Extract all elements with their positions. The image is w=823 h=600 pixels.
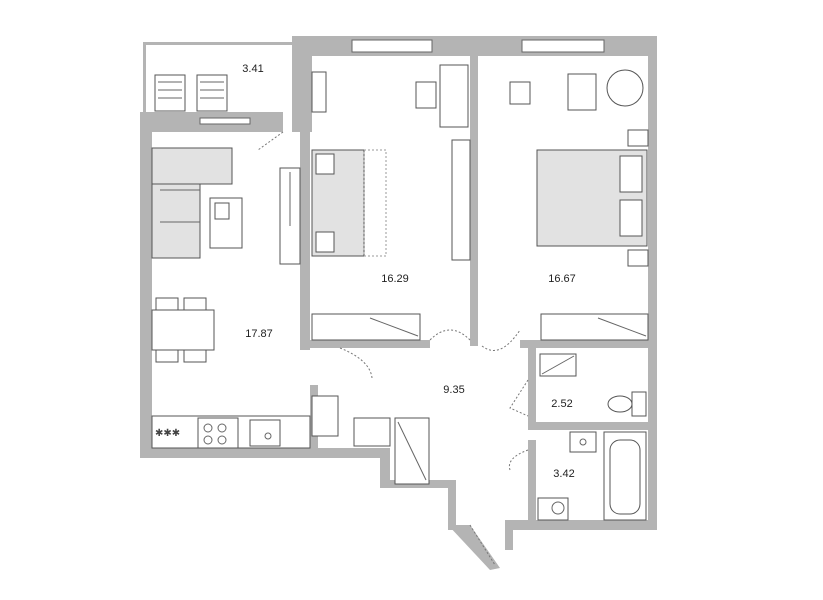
- living-area-label: 17.87: [245, 328, 273, 340]
- svg-text:✱✱✱: ✱✱✱: [155, 428, 180, 439]
- balcony-area-label: 3.41: [242, 63, 264, 75]
- wardrobe-icon: [540, 313, 649, 341]
- stove-icon: [197, 417, 239, 449]
- bath-area-label: 3.42: [553, 468, 575, 480]
- dining-table: [151, 297, 215, 363]
- toilet-icon: [607, 391, 647, 417]
- outer-walls: [140, 36, 657, 570]
- wc-area-label: 2.52: [551, 398, 573, 410]
- wc: [509, 353, 647, 417]
- bedroom1-area-label: 16.29: [381, 273, 409, 285]
- sink-icon: [569, 431, 597, 453]
- hall-area-label: 9.35: [443, 384, 465, 396]
- sofa-icon: [151, 147, 233, 259]
- bed-icon: [536, 149, 648, 247]
- lounge-chair-icon: [154, 74, 186, 112]
- bedroom-1: [311, 64, 471, 341]
- bedroom-2: [509, 69, 649, 341]
- chair-icon: [606, 69, 644, 107]
- sink-icon: [249, 419, 281, 447]
- living-room: ✱✱✱: [151, 147, 339, 449]
- lounge-chair-icon: [196, 74, 228, 112]
- bathroom: [508, 431, 647, 521]
- wardrobe-icon: [311, 313, 421, 341]
- bedroom2-area-label: 16.67: [548, 273, 576, 285]
- balcony: [143, 42, 295, 151]
- washing-machine-icon: [537, 497, 569, 521]
- bed-icon: [311, 149, 387, 257]
- hall: [339, 329, 521, 485]
- desk-icon: [415, 64, 469, 128]
- bathtub-icon: [603, 431, 647, 521]
